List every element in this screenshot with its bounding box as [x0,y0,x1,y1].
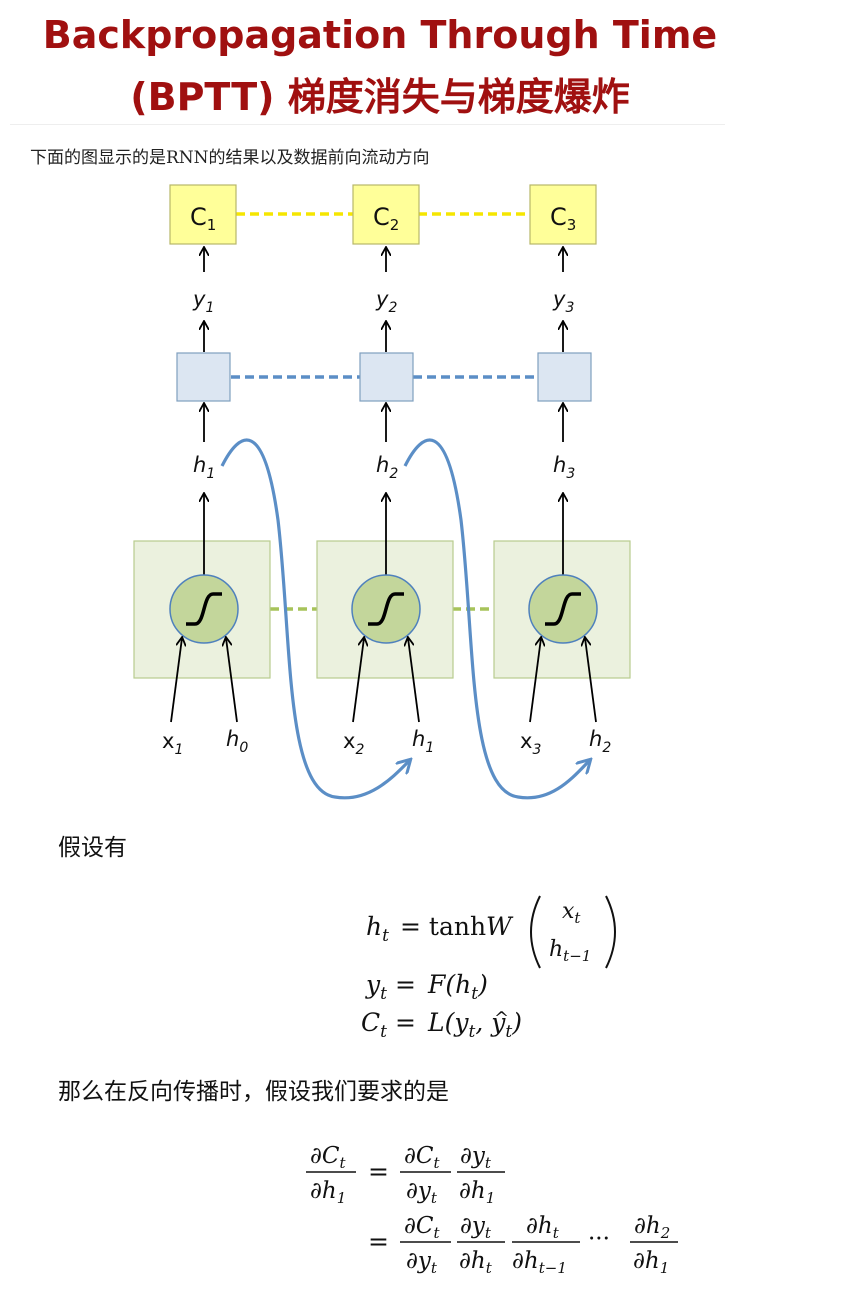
assumption-text: 假设有 [58,835,127,861]
hidden-label-3: h3 [553,453,575,482]
cost-label-3: C3 [550,203,576,234]
svg-text:∂h1: ∂h1 [633,1248,669,1277]
page-title-line1: Backpropagation Through Time [42,13,718,57]
cost-box-3 [529,184,597,245]
backprop-text: 那么在反向传播时，假设我们要求的是 [58,1079,449,1105]
input-h-label-1: h0 [226,727,248,756]
tanh-unit-1 [169,574,239,644]
tanh-unit-3 [528,574,598,644]
svg-text:∂yt: ∂yt [406,1178,438,1207]
gradient-equation-line1: ∂Ct ∂h1 = ∂Ct ∂yt ∂yt ∂h1 [306,1143,505,1207]
cost-label-2: C2 [373,203,399,234]
svg-text:= tanh: = tanh [400,912,486,941]
svg-text:∂Ct: ∂Ct [310,1143,347,1172]
title-divider [10,124,725,125]
hidden-label-1: h1 [193,453,215,482]
recurrent-curve-2 [403,438,590,800]
output-box-1 [176,352,231,402]
output-label-1: y1 [192,287,214,316]
hidden-label-2: h2 [376,453,398,482]
svg-text:∂yt: ∂yt [460,1143,492,1172]
page-title-line2: (BPTT) 梯度消失与梯度爆炸 [130,75,630,119]
equation-ct: Ct = L(yt, yt) ^ [361,1008,522,1042]
svg-text:=: = [368,1227,389,1256]
svg-text:∂h1: ∂h1 [459,1178,495,1207]
equation-yt: yt = F(ht) [365,970,488,1004]
gradient-equation-line2: = ∂Ct ∂yt ∂yt ∂ht ∂ht ∂ht−1 ··· ∂h2 ∂h1 [368,1213,678,1277]
svg-text:=: = [395,1008,416,1037]
output-label-2: y2 [375,287,397,316]
svg-text:∂yt: ∂yt [406,1248,438,1277]
svg-text:∂h1: ∂h1 [310,1178,346,1207]
input-x-label-1: x1 [162,729,183,758]
svg-text:xt: xt [562,899,581,927]
svg-text:∂ht: ∂ht [526,1213,560,1242]
svg-text:ht: ht [366,912,389,946]
output-box-3 [537,352,592,402]
svg-text:∂h2: ∂h2 [634,1213,670,1242]
equation-ht: ht = tanh W xt ht−1 [366,895,616,969]
output-box-2 [359,352,414,402]
svg-text:F(ht): F(ht) [427,970,488,1004]
svg-text:∂ht−1: ∂ht−1 [512,1248,567,1277]
svg-text:Ct: Ct [361,1008,387,1042]
svg-text:∂ht: ∂ht [459,1248,493,1277]
svg-text:∂Ct: ∂Ct [404,1213,441,1242]
svg-text:···: ··· [588,1226,610,1252]
diagram-caption: 下面的图显示的是RNN的结果以及数据前向流动方向 [30,148,430,168]
svg-text:yt: yt [365,970,387,1004]
svg-text:=: = [395,970,416,999]
input-x-label-2: x2 [343,729,364,758]
cost-box-1 [169,184,237,245]
input-h-label-2: h1 [412,727,434,756]
recurrent-curve-1 [220,438,410,800]
cost-label-1: C1 [190,203,216,234]
output-label-3: y3 [552,287,574,316]
svg-text:∂Ct: ∂Ct [404,1143,441,1172]
svg-text:∂yt: ∂yt [460,1213,492,1242]
input-x-label-3: x3 [520,729,541,758]
svg-text:=: = [368,1157,389,1186]
svg-text:ht−1: ht−1 [549,937,591,965]
svg-text:^: ^ [494,1008,509,1029]
cost-box-2 [352,184,420,245]
tanh-unit-2 [351,574,421,644]
svg-text:W: W [486,912,514,941]
input-h-label-3: h2 [589,727,611,756]
